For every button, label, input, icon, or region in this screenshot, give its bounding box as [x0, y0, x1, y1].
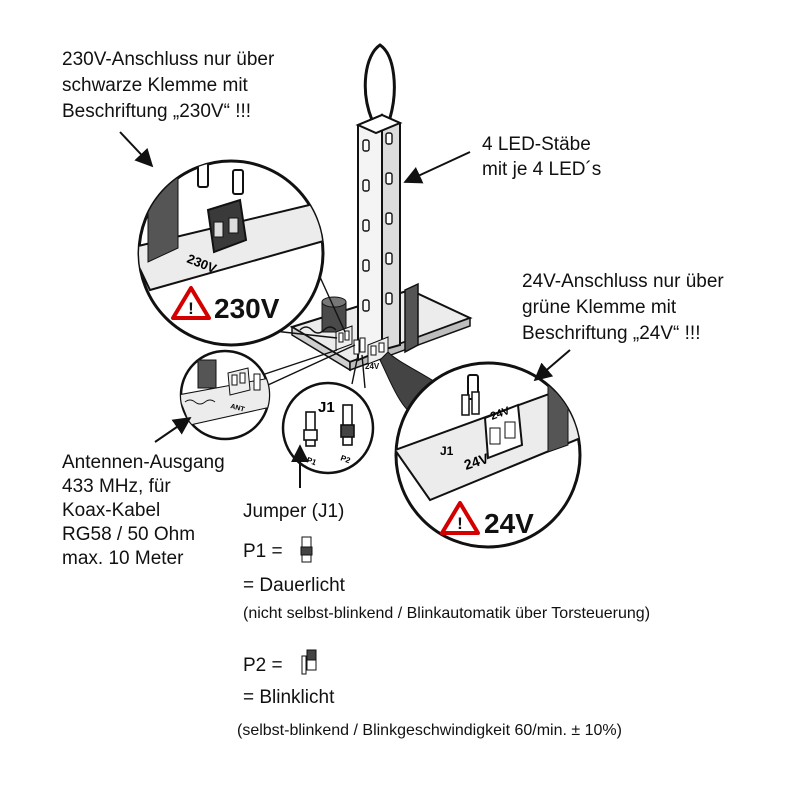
- jumper-p2-icon: [301, 649, 317, 675]
- p1-label: P1 =: [243, 541, 283, 562]
- zoom-print-j1: J1: [318, 399, 335, 416]
- p1-note: (nicht selbst-blinkend / Blinkautomatik …: [243, 605, 651, 622]
- rear-plate: [404, 282, 419, 354]
- label-24v-line-3: Beschriftung „24V“ !!!: [522, 323, 701, 344]
- zoom-print-j1-24v: J1: [440, 444, 454, 458]
- annotation-arrows: [119, 131, 571, 488]
- zoom-print-ant: ANT: [229, 403, 245, 414]
- jumper-title: Jumper (J1): [243, 501, 345, 522]
- warning-icon-24v: !: [440, 501, 480, 535]
- board-jumper: [353, 337, 366, 355]
- zoom-circle-j1: J1 P1 P2: [281, 381, 375, 475]
- label-230v-line-1: 230V-Anschluss nur über: [62, 49, 275, 70]
- antenna-wire: [299, 326, 337, 334]
- warning-label-24v: 24V: [484, 508, 534, 539]
- p2-label: P2 =: [243, 655, 283, 676]
- svg-text:!: !: [188, 299, 194, 318]
- label-230v-line-3: Beschriftung „230V“ !!!: [62, 101, 252, 122]
- board-print-24v-text: 24V: [365, 362, 380, 371]
- p2-meaning: = Blinklicht: [243, 687, 335, 708]
- zoom-print-p2: P2: [339, 453, 352, 465]
- label-230v-line-2: schwarze Klemme mit: [62, 75, 248, 96]
- label-antenna-line-2: 433 MHz, für: [62, 476, 171, 497]
- label-antenna-line-1: Antennen-Ausgang: [62, 452, 225, 473]
- zoom-circle-antenna: ANT: [179, 349, 271, 441]
- label-antenna-line-5: max. 10 Meter: [62, 548, 184, 569]
- jumper-p1-icon: [300, 536, 313, 563]
- led-row: [362, 132, 393, 312]
- p1-meaning: = Dauerlicht: [243, 575, 345, 596]
- label-24v-line-1: 24V-Anschluss nur über: [522, 271, 724, 292]
- svg-text:!: !: [457, 514, 463, 533]
- zoom-print-p1: P1: [305, 455, 318, 467]
- p2-note: (selbst-blinkend / Blinkgeschwindigkeit …: [237, 722, 622, 739]
- board-print-24v: 24V: [365, 362, 380, 371]
- label-led-line-1: 4 LED-Stäbe: [482, 134, 591, 155]
- zoom-print-24v-bottom: 24V: [462, 450, 491, 473]
- zoom-circle-24v: 24V J1 24V: [394, 361, 582, 549]
- warning-icon-230v: !: [171, 286, 211, 320]
- led-tower: [355, 43, 403, 362]
- label-antenna-line-3: Koax-Kabel: [62, 500, 161, 521]
- board-terminal-230v: [335, 325, 353, 351]
- label-24v-line-2: grüne Klemme mit: [522, 297, 677, 318]
- warning-label-230v: 230V: [214, 293, 280, 324]
- label-antenna-line-4: RG58 / 50 Ohm: [62, 524, 196, 545]
- label-led-line-2: mit je 4 LED´s: [482, 159, 602, 180]
